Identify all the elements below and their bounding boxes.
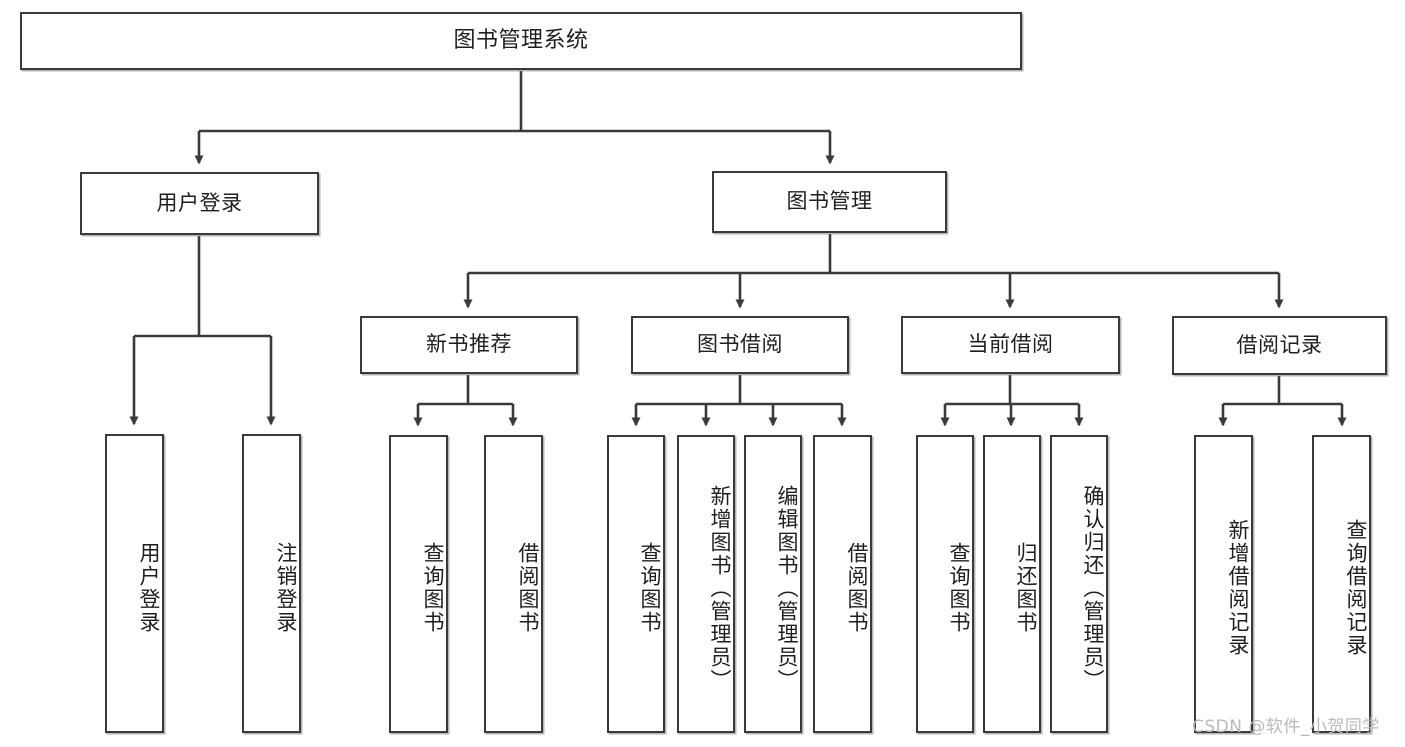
watermark: CSDN @软件_小贺同学 [1192,717,1380,737]
node-leaf-add-borrow-record[interactable]: 新增借阅记录 [1194,435,1253,733]
node-borrow-record[interactable]: 借阅记录 [1172,316,1387,375]
node-label: 查询图书 [421,542,445,634]
node-current-borrow[interactable]: 当前借阅 [901,316,1120,374]
node-label: 图书借阅 [697,332,783,357]
node-label: 用户登录 [137,541,161,634]
node-root-book-management-system[interactable]: 图书管理系统 [20,12,1022,70]
node-label: 编辑图书（管理员） [775,484,799,692]
node-label: 借阅记录 [1236,332,1323,357]
node-leaf-return-book[interactable]: 归还图书 [983,435,1041,733]
node-label: 查询借阅记录 [1344,519,1368,657]
node-label: 确认归还（管理员） [1081,484,1105,692]
node-leaf-confirm-return-admin[interactable]: 确认归还（管理员） [1050,435,1108,733]
node-book-management[interactable]: 图书管理 [712,171,947,233]
node-leaf-edit-book-admin[interactable]: 编辑图书（管理员） [744,435,802,733]
node-leaf-borrow-book[interactable]: 借阅图书 [813,435,872,733]
node-leaf-query-book-current[interactable]: 查询图书 [916,435,974,733]
node-leaf-logout[interactable]: 注销登录 [242,434,301,733]
node-new-book-recommend[interactable]: 新书推荐 [360,316,578,374]
node-label: 借阅图书 [845,542,869,634]
node-user-login[interactable]: 用户登录 [80,172,319,235]
node-leaf-query-book-borrow[interactable]: 查询图书 [607,435,665,733]
node-leaf-borrow-book-recommend[interactable]: 借阅图书 [484,435,543,733]
node-label: 当前借阅 [967,332,1054,357]
node-leaf-query-borrow-record[interactable]: 查询借阅记录 [1312,435,1371,733]
node-leaf-query-book-recommend[interactable]: 查询图书 [389,435,448,733]
node-label: 注销登录 [274,541,298,634]
node-book-borrow[interactable]: 图书借阅 [631,316,849,374]
node-leaf-user-login[interactable]: 用户登录 [105,434,164,733]
node-label: 用户登录 [156,190,243,215]
node-label: 查询图书 [638,542,662,634]
node-label: 查询图书 [947,542,971,634]
node-label: 图书管理系统 [453,27,589,53]
node-label: 归还图书 [1014,542,1038,634]
node-label: 新增借阅记录 [1226,519,1250,657]
node-label: 借阅图书 [516,542,540,634]
node-label: 图书管理 [786,189,873,214]
node-label: 新书推荐 [426,332,512,357]
node-label: 新增图书（管理员） [708,484,732,692]
node-leaf-add-book-admin[interactable]: 新增图书（管理员） [677,435,735,733]
